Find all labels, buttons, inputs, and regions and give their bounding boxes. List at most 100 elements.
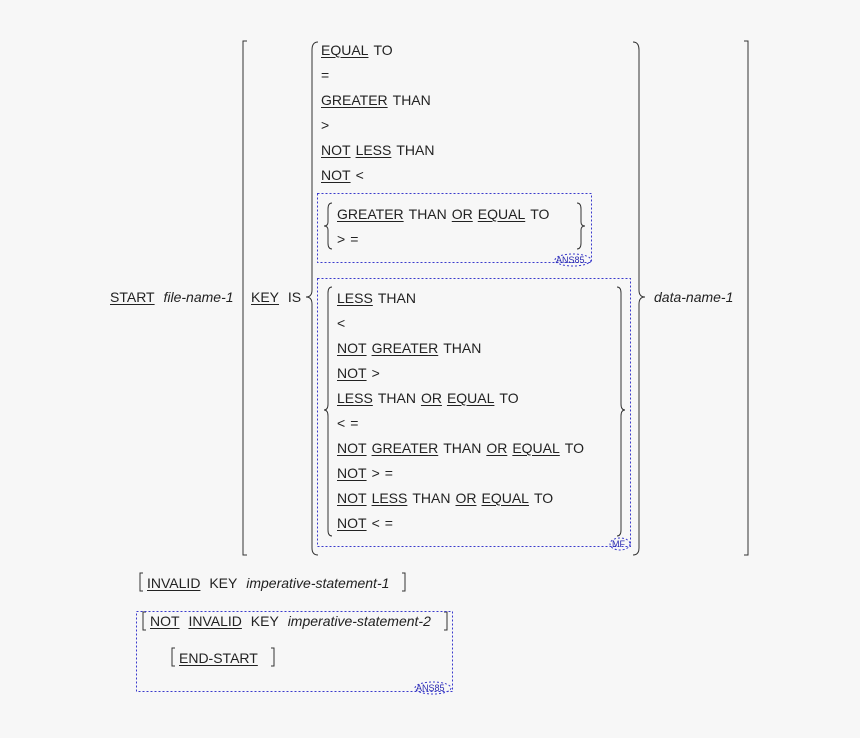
relation-word: TO bbox=[533, 490, 554, 506]
ans85-left-brace bbox=[323, 202, 333, 250]
relation-word: EQUAL bbox=[321, 42, 369, 58]
not-keyword: NOT bbox=[150, 613, 180, 629]
ans85-tag-oval-2 bbox=[414, 681, 452, 695]
relation-word: THAN bbox=[443, 440, 482, 456]
outer-left-bracket bbox=[242, 40, 247, 556]
relation-word: > bbox=[337, 231, 346, 247]
imperative-statement: imperative-statement-2 bbox=[287, 613, 431, 629]
relation-word: THAN bbox=[377, 390, 416, 406]
relation-word: THAN bbox=[443, 340, 482, 356]
mf-right-brace bbox=[616, 286, 626, 537]
end-start-left-bracket bbox=[171, 647, 175, 667]
relation-option: <= bbox=[337, 415, 358, 431]
not-invalid-left-bracket bbox=[142, 611, 146, 631]
relation-word: NOT bbox=[337, 365, 367, 381]
relation-word: NOT bbox=[337, 515, 367, 531]
relation-right-brace bbox=[632, 41, 646, 556]
is-keyword: IS bbox=[287, 289, 302, 305]
relation-word: THAN bbox=[408, 206, 447, 222]
relation-word: LESS bbox=[371, 490, 408, 506]
relation-word: < bbox=[337, 315, 346, 331]
ans85-tag-2: ANS85 bbox=[416, 683, 445, 693]
relation-word: TO bbox=[373, 42, 393, 58]
mf-left-brace bbox=[323, 286, 333, 537]
relation-word: GREATER bbox=[371, 440, 439, 456]
start-verb-line: START file-name-1 bbox=[110, 289, 234, 305]
relation-option: NOT<= bbox=[337, 515, 393, 531]
invalid-left-bracket bbox=[139, 572, 143, 592]
relation-word: < bbox=[355, 167, 364, 183]
start-keyword: START bbox=[110, 289, 155, 305]
invalid-key-clause: INVALID KEY imperative-statement-1 bbox=[147, 575, 389, 591]
relation-word: GREATER bbox=[337, 206, 404, 222]
relation-word: NOT bbox=[337, 340, 367, 356]
relation-word: NOT bbox=[321, 167, 351, 183]
relation-option: NOT< bbox=[321, 167, 364, 183]
end-start-keyword: END-START bbox=[179, 650, 258, 666]
relation-word: THAN bbox=[377, 290, 416, 306]
relation-word: = bbox=[350, 231, 359, 247]
relation-word: OR bbox=[451, 206, 473, 222]
relation-word: TO bbox=[564, 440, 584, 456]
mf-tag: MF bbox=[612, 539, 625, 549]
relation-word: > bbox=[371, 365, 380, 381]
imperative-statement: imperative-statement-1 bbox=[246, 575, 390, 591]
file-name: file-name-1 bbox=[163, 289, 234, 305]
relation-option: NOT> bbox=[337, 365, 380, 381]
relation-word: TO bbox=[499, 390, 519, 406]
invalid-right-bracket bbox=[402, 572, 406, 592]
relation-word: = bbox=[384, 515, 393, 531]
invalid-keyword: INVALID bbox=[188, 613, 242, 629]
ans85-right-brace bbox=[576, 202, 586, 250]
relation-option: >= bbox=[337, 231, 358, 247]
relation-word: LESS bbox=[355, 142, 392, 158]
relation-option: < bbox=[337, 315, 345, 331]
relation-word: NOT bbox=[337, 440, 367, 456]
relation-option: = bbox=[321, 67, 329, 83]
relation-word: OR bbox=[486, 440, 508, 456]
mf-dotted-box bbox=[317, 278, 631, 547]
relation-option: NOT>= bbox=[337, 465, 393, 481]
ans85-tag-oval bbox=[554, 253, 592, 267]
relation-word: THAN bbox=[412, 490, 451, 506]
relation-word: = bbox=[321, 67, 330, 83]
relation-word: EQUAL bbox=[477, 206, 526, 222]
not-invalid-right-bracket bbox=[444, 611, 448, 631]
not-invalid-key-clause: NOT INVALID KEY imperative-statement-2 bbox=[150, 613, 431, 629]
invalid-keyword: INVALID bbox=[147, 575, 201, 591]
key-is-line: KEY IS bbox=[251, 289, 301, 305]
relation-word: NOT bbox=[337, 490, 367, 506]
relation-word: < bbox=[371, 515, 380, 531]
end-start-right-bracket bbox=[271, 647, 275, 667]
relation-word: EQUAL bbox=[446, 390, 495, 406]
key-keyword: KEY bbox=[251, 289, 280, 305]
outer-right-bracket bbox=[744, 40, 749, 556]
mf-tag-oval bbox=[609, 537, 631, 551]
relation-word: LESS bbox=[337, 390, 373, 406]
relation-word: GREATER bbox=[371, 340, 439, 356]
relation-word: NOT bbox=[321, 142, 351, 158]
relation-word: THAN bbox=[392, 92, 431, 108]
relation-left-brace bbox=[305, 41, 319, 556]
key-keyword: KEY bbox=[250, 613, 279, 629]
data-name: data-name-1 bbox=[654, 289, 734, 305]
relation-word: EQUAL bbox=[512, 440, 560, 456]
ans85-tag: ANS85 bbox=[556, 255, 585, 265]
relation-word: OR bbox=[455, 490, 477, 506]
relation-word: NOT bbox=[337, 465, 367, 481]
relation-word: GREATER bbox=[321, 92, 388, 108]
relation-word: = bbox=[350, 415, 359, 431]
relation-word: EQUAL bbox=[481, 490, 529, 506]
relation-word: > bbox=[321, 117, 330, 133]
ans85-dotted-box bbox=[317, 193, 592, 263]
key-keyword: KEY bbox=[209, 575, 238, 591]
